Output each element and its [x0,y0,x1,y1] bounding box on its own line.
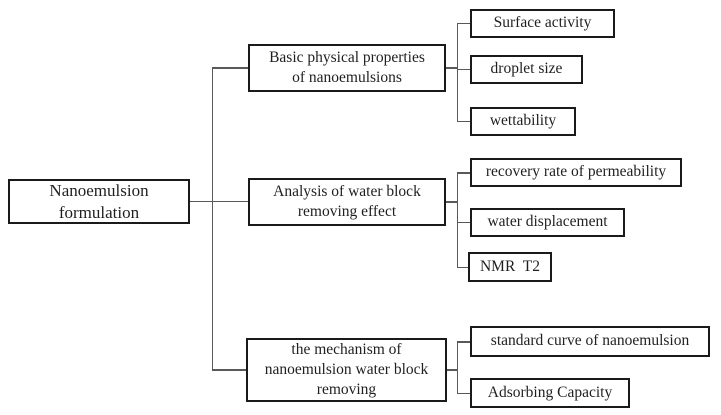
connector-branch1-leaf2-stub [457,68,470,71]
connector-trunk-to-branch1 [212,67,248,69]
connector-branch3-leaf2-stub [457,392,470,395]
leaf-node-nmr-t2: NMR T2 [468,252,552,282]
connector-branch2-stub [446,201,458,203]
branch-node-mechanism-water-block: the mechanism of nanoemulsion water bloc… [246,338,447,402]
connector-branch1-leaf1-stub [457,22,470,25]
leaf-node-adsorbing-capacity: Adsorbing Capacity [470,378,630,408]
branch-node-basic-physical-properties: Basic physical properties of nanoemulsio… [248,44,446,92]
connector-branch1-leaf3-stub [457,120,470,123]
connector-branch1-stub [446,67,458,69]
connector-branch2-rail [456,172,459,268]
connector-trunk-to-branch3 [212,369,246,371]
connector-branch2-leaf2-stub [457,221,470,224]
connector-branch2-leaf3-stub [457,266,469,269]
leaf-node-standard-curve-nanoemulsion: standard curve of nanoemulsion [470,326,710,357]
leaf-node-droplet-size: droplet size [470,55,583,84]
root-node-nanoemulsion-formulation: Nanoemulsion formulation [8,179,190,224]
branch-node-analysis-water-block: Analysis of water block removing effect [248,178,446,226]
leaf-node-surface-activity: Surface activity [470,9,615,38]
leaf-node-water-displacement: water displacement [470,208,625,237]
connector-branch3-rail [456,341,459,394]
connector-branch3-leaf1-stub [457,341,470,343]
leaf-node-recovery-rate-permeability: recovery rate of permeability [470,158,682,187]
connector-branch3-stub [447,369,458,371]
connector-trunk-vertical [211,67,214,371]
leaf-node-wettability: wettability [470,107,576,136]
connector-branch2-leaf1-stub [457,172,470,174]
connector-root-to-branch2 [190,200,248,203]
connector-branch1-rail [456,22,459,123]
